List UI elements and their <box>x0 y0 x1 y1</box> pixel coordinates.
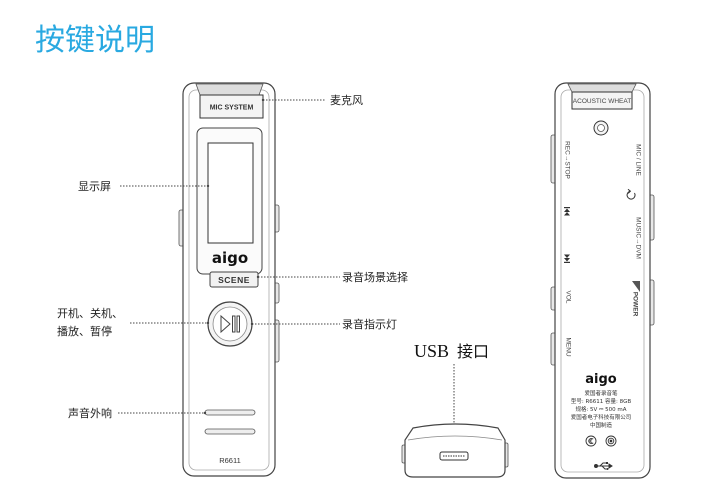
callout-usb-label-cn: 接口 <box>457 342 489 361</box>
front-aigo-logo: aigo <box>212 249 248 267</box>
callout-power-play-label-line1: 开机、关机、 <box>57 306 123 320</box>
back-label-line-spec: 规格: 5V ⎓ 500 mA <box>575 405 626 413</box>
callout-mic: 麦克风 <box>261 94 363 107</box>
usb-end-body <box>404 423 506 478</box>
usb-end-view <box>401 423 509 478</box>
mic-system-plate <box>199 94 264 119</box>
acoustic-wheat-label: ACOUSTIC WHEAT <box>573 98 631 105</box>
callout-indicator: 录音指示灯 <box>250 317 397 331</box>
back-mic-hole-inner <box>597 124 605 132</box>
previous-track-icon <box>564 207 570 216</box>
mic-system-label: MIC SYSTEM <box>210 105 254 112</box>
environmental-mark-icon <box>605 435 617 447</box>
front-view: MIC SYSTEM aigo SCENE R6611 <box>178 82 280 477</box>
callout-scene-label: 录音场景选择 <box>342 270 408 284</box>
next-track-icon <box>564 254 570 263</box>
page-title: 按键说明 <box>35 23 155 58</box>
power-label: POWER <box>632 292 639 317</box>
callout-mic-label: 麦克风 <box>330 94 363 107</box>
back-aigo-logo: aigo <box>585 372 617 387</box>
front-top-cap <box>195 83 264 96</box>
callout-scene: 录音场景选择 <box>256 270 408 284</box>
callout-usb: USB 接口 <box>414 341 489 451</box>
repeat-icon <box>626 188 636 200</box>
back-view: ACOUSTIC WHEAT REC→STOP MIC / LINE MUSIC… <box>550 82 655 479</box>
ccc-certification-icon <box>585 435 597 447</box>
back-top-cap <box>567 83 637 93</box>
callout-power-play: 开机、关机、 播放、暂停 <box>57 306 210 338</box>
usb-end-rim <box>407 435 503 441</box>
callout-usb-label-en: USB <box>414 341 449 361</box>
vol-label: VOL <box>565 290 572 303</box>
back-label-line-company: 爱国者电子科技有限公司 <box>571 413 632 421</box>
callout-speaker: 声音外响 <box>68 406 207 420</box>
scene-button <box>209 271 259 288</box>
menu-label: MENU <box>565 337 572 356</box>
speaker-grille <box>204 409 256 435</box>
back-body <box>554 82 651 479</box>
back-label-line-product: 爱国者录音笔 <box>584 389 618 397</box>
display-screen <box>207 142 254 244</box>
music-dvm-label: MUSIC→DVM <box>635 217 642 259</box>
callout-indicator-label: 录音指示灯 <box>342 317 397 331</box>
callout-display-label: 显示屏 <box>78 180 111 193</box>
usb-icon <box>594 462 613 470</box>
play-pause-icon <box>220 314 240 334</box>
back-label-line-origin: 中国制造 <box>590 421 613 429</box>
front-model-label: R6611 <box>219 456 241 465</box>
callout-display: 显示屏 <box>78 180 210 193</box>
rec-stop-label: REC→STOP <box>564 141 571 179</box>
acoustic-wheat-plate <box>571 91 633 110</box>
power-wedge-mark <box>632 281 640 292</box>
scene-button-label: SCENE <box>218 275 250 285</box>
mic-line-label: MIC / LINE <box>635 144 642 176</box>
back-label-line-model-capacity: 型号: R6611 容量: 8GB <box>571 397 632 405</box>
callout-power-play-label-line2: 播放、暂停 <box>57 324 112 338</box>
callout-speaker-label: 声音外响 <box>68 406 112 420</box>
